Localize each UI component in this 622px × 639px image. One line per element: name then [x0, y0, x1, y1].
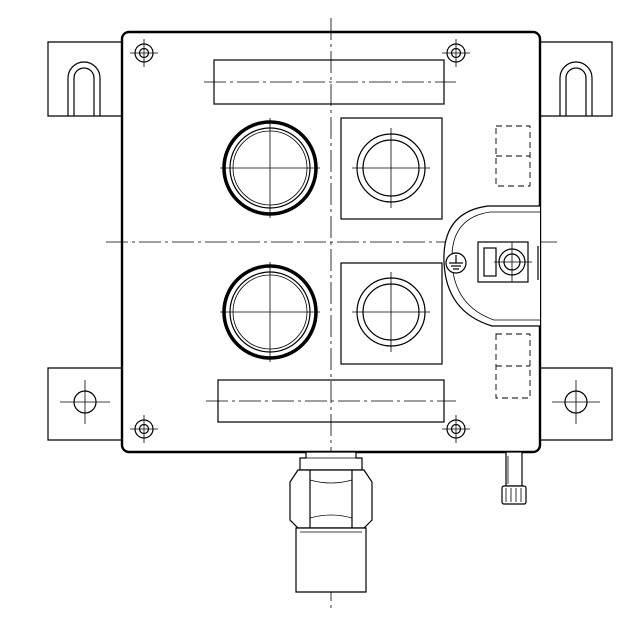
label-plate-bottom [206, 379, 456, 423]
corner-screw-bottom-left [130, 415, 158, 443]
bracket-top-right [540, 41, 613, 117]
breather-plug [501, 451, 527, 505]
earth-ground-icon [445, 252, 467, 274]
bracket-top-left [47, 41, 122, 117]
pushbutton-top [220, 118, 320, 218]
indicator-window-top [340, 117, 443, 220]
corner-screw-top-right [442, 39, 470, 67]
hidden-terminal-top [495, 125, 531, 187]
corner-screw-bottom-right [442, 415, 470, 443]
cable-gland [289, 451, 373, 593]
bracket-bottom-right [540, 367, 613, 441]
bracket-bottom-left [47, 367, 122, 441]
label-plate-top [204, 59, 456, 105]
pushbutton-bottom [220, 262, 320, 362]
indicator-window-bottom [340, 262, 443, 365]
hidden-terminal-bottom [495, 333, 531, 399]
ground-terminal-boss [443, 205, 540, 327]
corner-screw-top-left [130, 39, 158, 67]
